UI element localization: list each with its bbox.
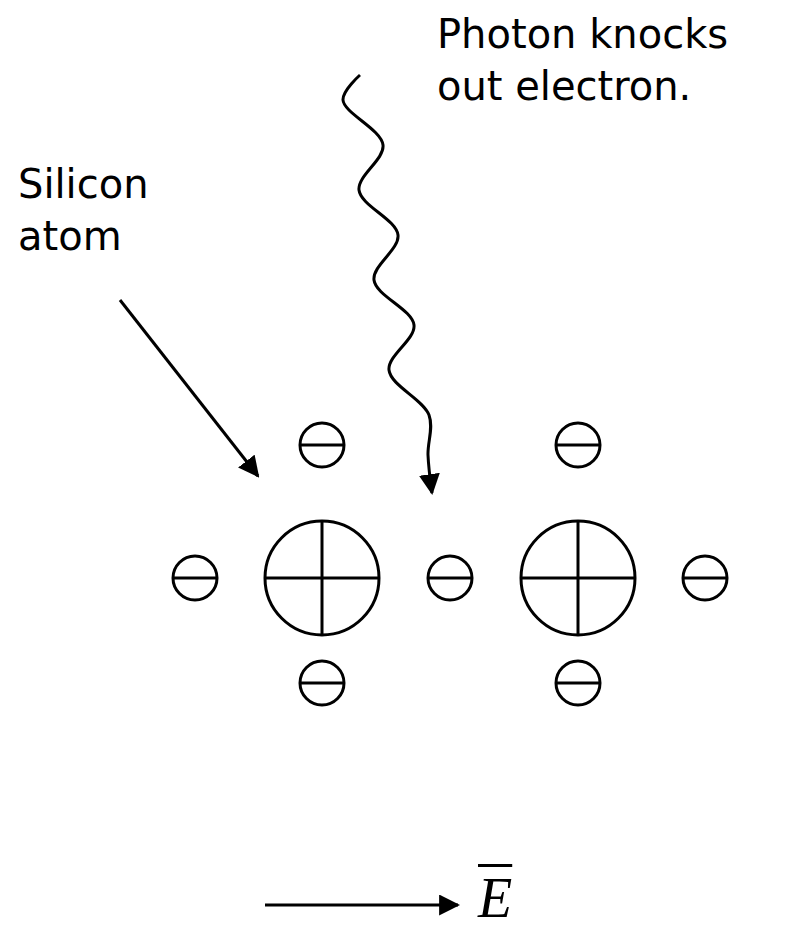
electron <box>300 661 344 705</box>
field-arrow <box>265 904 458 907</box>
field-label: E <box>478 866 558 930</box>
electron <box>428 556 472 600</box>
atom-label: Silicon atom <box>18 158 208 262</box>
leader-arrow <box>120 300 258 476</box>
silicon-nucleus <box>521 521 635 635</box>
photon-wave <box>343 75 432 493</box>
silicon-nucleus <box>265 521 379 635</box>
photon-label: Photon knocks out electron. <box>437 8 797 112</box>
electron <box>556 423 600 467</box>
electron <box>173 556 217 600</box>
electron <box>683 556 727 600</box>
electron <box>556 661 600 705</box>
electron <box>300 423 344 467</box>
